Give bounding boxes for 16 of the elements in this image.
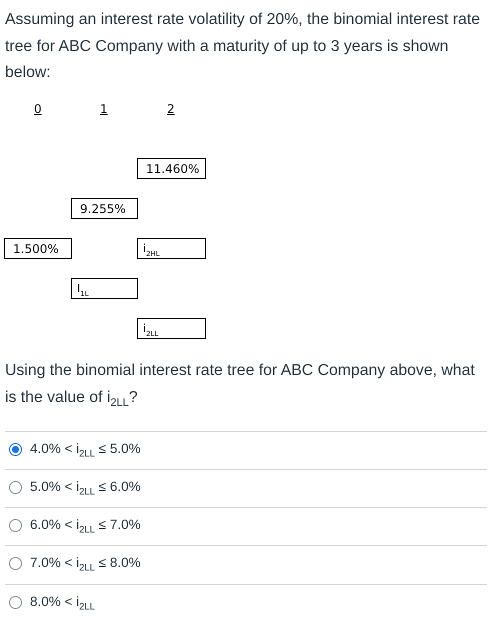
column-header: 2 [167, 102, 175, 116]
question-text: Using the binomial interest rate tree for ABC Company above, what is the value of i$_{2LL}$? [5, 361, 476, 410]
rate-box: i$_{2HL}$ [137, 238, 206, 259]
question-text: Assuming an interest rate volatility of 20%, the binomial interest rate tree for ABC Company with a maturity of up to 3 years is shown below: [5, 10, 482, 83]
rate-box: 9.255% [71, 198, 138, 219]
rate-box: 11.460% [137, 158, 206, 179]
rate-box: I$_{1L}$ [71, 278, 138, 299]
answer-option: 8.0% < i$_{2LL}$ [30, 594, 95, 609]
rate-box: i$_{2LL}$ [137, 318, 206, 339]
column-header: 0 [34, 102, 42, 116]
column-header: 1 [100, 102, 108, 116]
answer-option: 6.0% < i$_{2LL}$ ≤ 7.0% [30, 517, 141, 532]
answer-option: 5.0% < i$_{2LL}$ ≤ 6.0% [30, 479, 141, 494]
rate-box: 1.500% [4, 238, 72, 259]
answer-option: 4.0% < i$_{2LL}$ ≤ 5.0% [30, 441, 141, 456]
answer-option: 7.0% < i$_{2LL}$ ≤ 8.0% [30, 555, 141, 570]
